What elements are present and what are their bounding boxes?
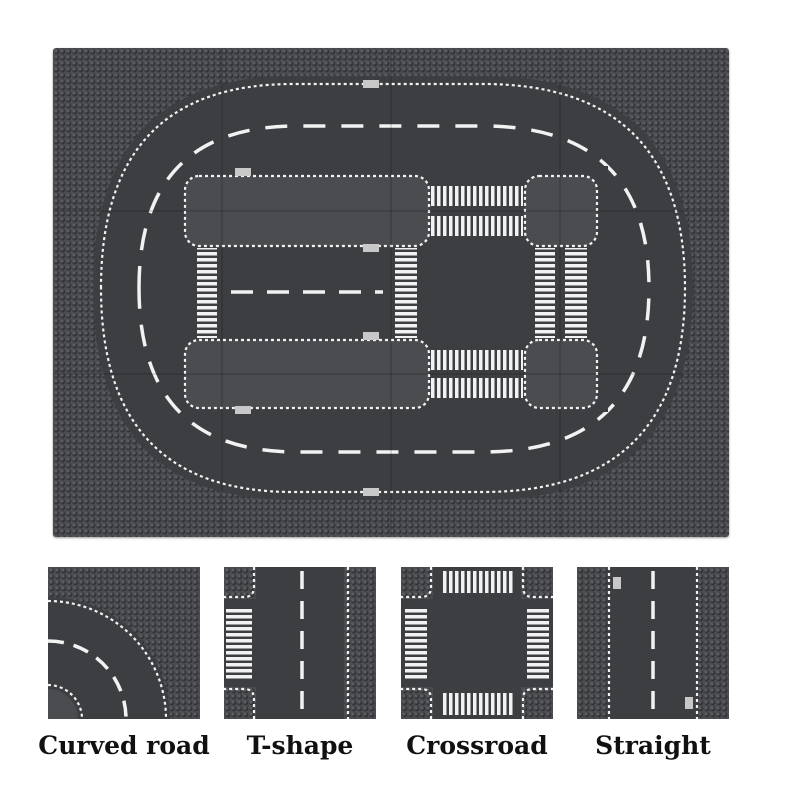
straight-road-label: Straight xyxy=(595,731,711,760)
t-shape-drawing xyxy=(224,567,350,719)
road-markers xyxy=(235,80,379,496)
t-shape-label: T-shape xyxy=(246,731,354,760)
plate-seams xyxy=(53,48,729,537)
curved-road-tile xyxy=(48,567,200,719)
crossroad-tile xyxy=(401,567,553,719)
straight-road-tile xyxy=(577,567,729,719)
assembled-road-layout xyxy=(53,48,729,537)
crossroad-label: Crossroad xyxy=(406,731,548,760)
curved-road-label: Curved road xyxy=(38,731,210,760)
outer-edge-marking xyxy=(99,82,687,494)
inner-islands xyxy=(183,174,599,410)
t-shape-tile xyxy=(224,567,376,719)
road-layout-drawing xyxy=(53,48,729,537)
crosswalks xyxy=(197,186,587,398)
straight-road-drawing xyxy=(607,567,699,719)
outer-ring-road xyxy=(93,76,693,500)
crossroad-drawing xyxy=(401,567,553,719)
curved-road-drawing xyxy=(48,597,170,719)
